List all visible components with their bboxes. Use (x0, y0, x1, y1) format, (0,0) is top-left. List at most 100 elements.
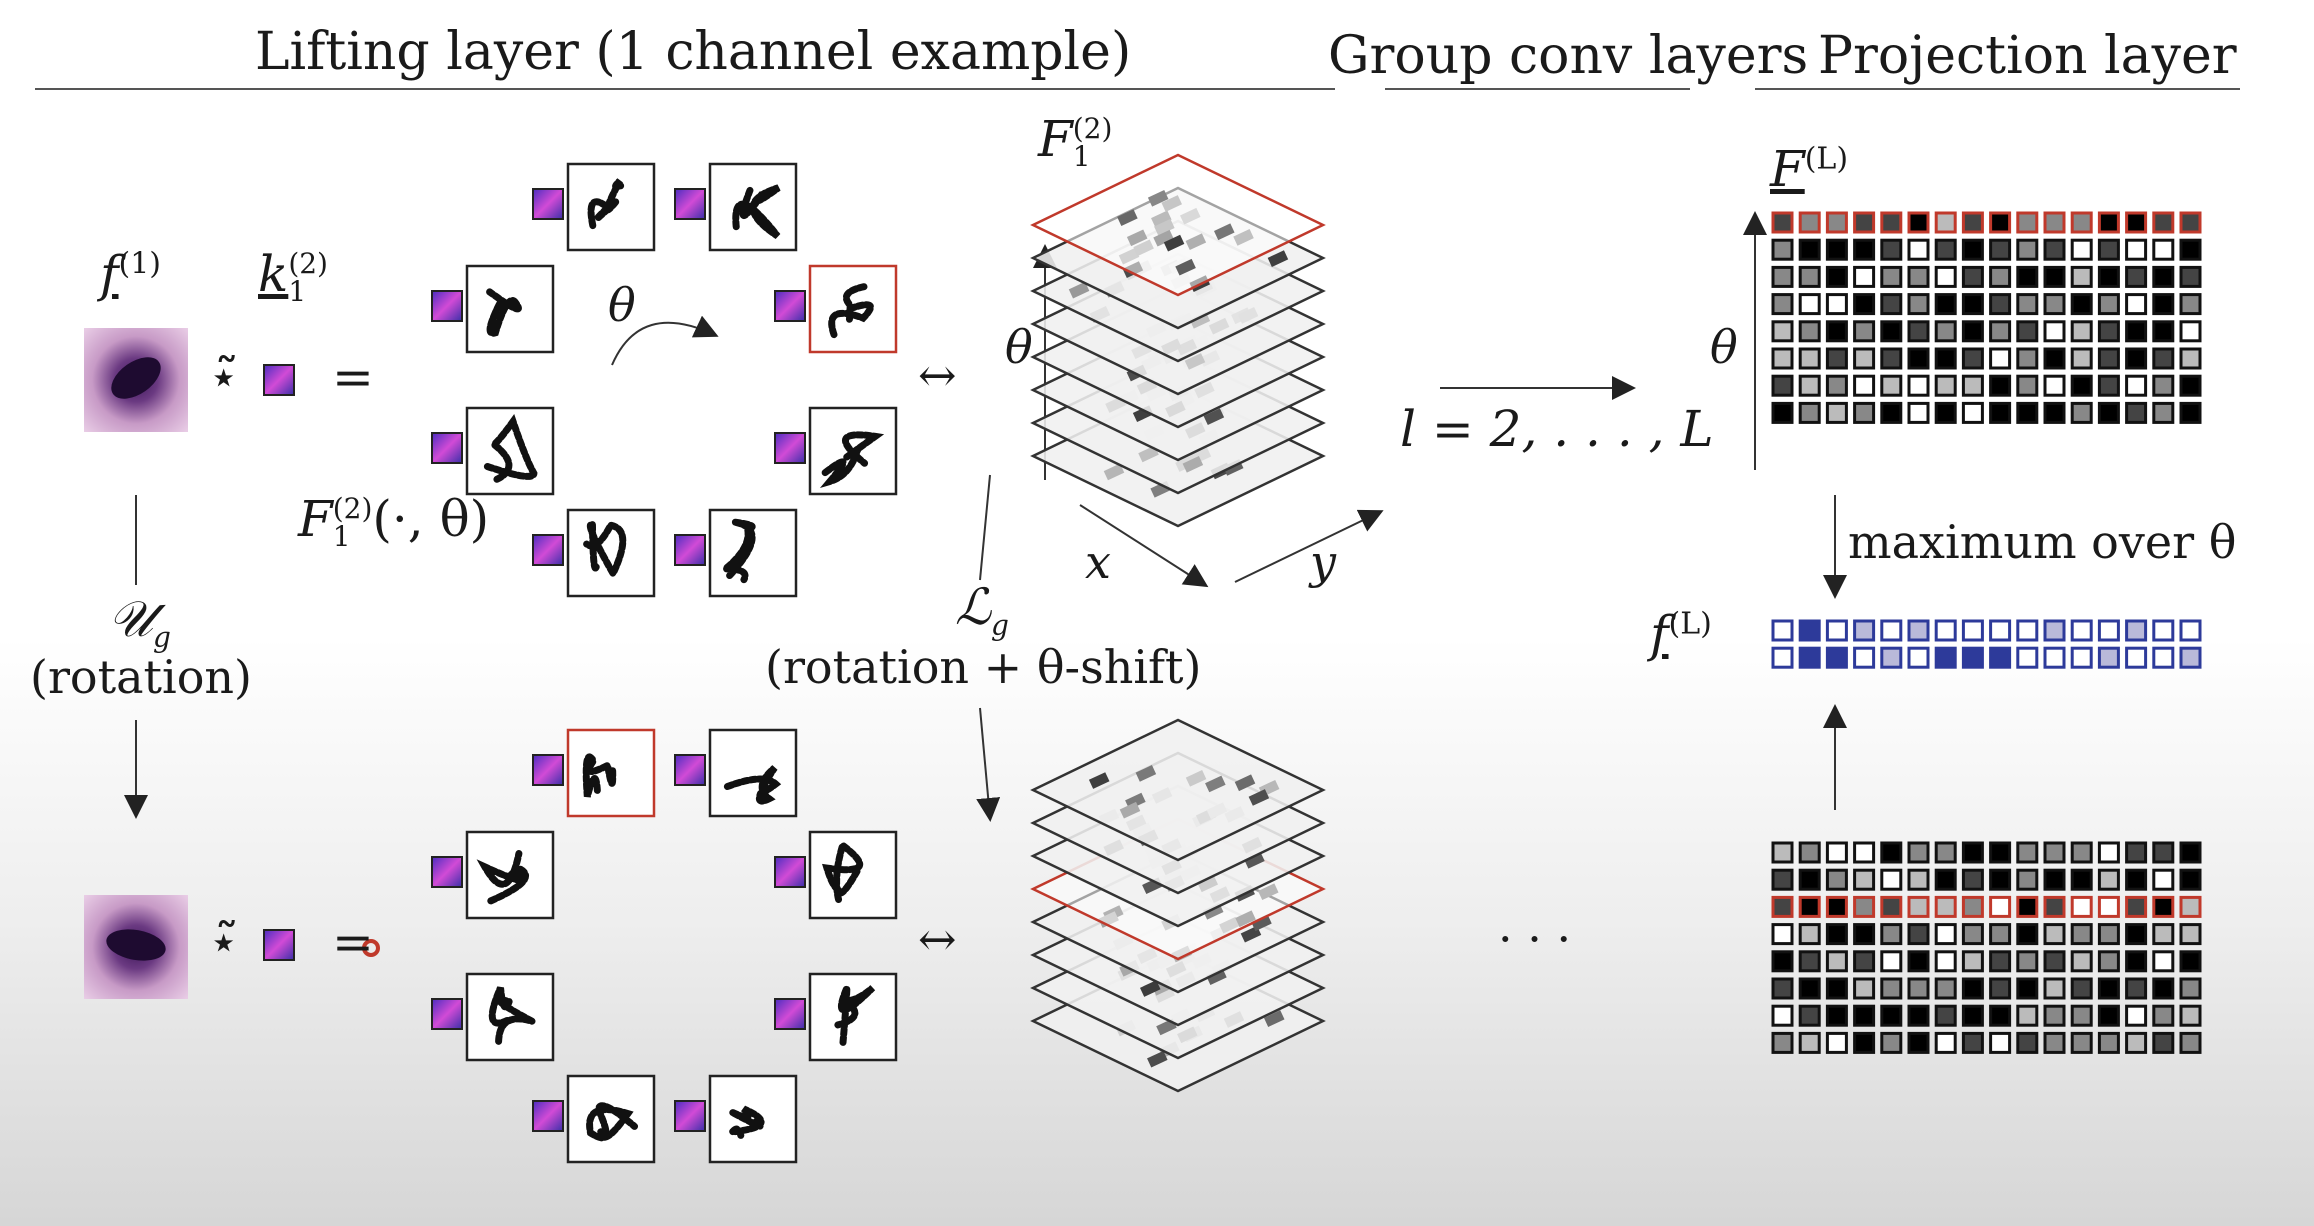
grid-cell (1989, 401, 2012, 424)
grid-cell (1907, 238, 1930, 261)
grid-cell (1961, 320, 1984, 343)
grid-cell (2152, 293, 2175, 316)
grid-cell (1771, 293, 1794, 316)
grid-cell (2043, 646, 2066, 669)
grid-cell (1798, 238, 1821, 261)
grid-cell (1907, 1031, 1930, 1054)
grid-cell (2097, 1004, 2120, 1027)
plane-activation (1206, 968, 1227, 985)
feature-map-ring-top (431, 162, 898, 598)
grid-cell (1934, 1031, 1957, 1054)
grid-cell (1853, 347, 1876, 370)
feature-map-stroke (834, 985, 876, 1046)
grid-cell (1825, 923, 1848, 946)
theta-label-projection: θ (1710, 320, 1738, 374)
grid-cell (1961, 923, 1984, 946)
grid-cell (2179, 374, 2202, 397)
star-operator-icon: ⋆̃ (208, 913, 240, 971)
grid-cell (1798, 1031, 1821, 1054)
grid-cell (2016, 1004, 2039, 1027)
grid-cell (1853, 320, 1876, 343)
lg-arrow-bottom (976, 707, 1001, 822)
feature-plane (1030, 153, 1326, 297)
grid-cell (1934, 895, 1957, 918)
grid-cell (2179, 646, 2202, 669)
grid-cell (1798, 950, 1821, 973)
rotation-label: (rotation) (30, 650, 253, 704)
kernel-icon (263, 364, 295, 396)
grid-cell (2179, 895, 2202, 918)
grid-cell (2016, 293, 2039, 316)
grid-cell (2179, 950, 2202, 973)
theta-rotation-arrow (611, 315, 719, 366)
grid-cell (2152, 868, 2175, 891)
grid-cell (2179, 347, 2202, 370)
grid-cell (1934, 238, 1957, 261)
grid-cell (1880, 293, 1903, 316)
grid-cell (2179, 1004, 2202, 1027)
feature-map-stroke (476, 850, 529, 905)
grid-cell (2070, 265, 2093, 288)
grid-cell (1934, 841, 1957, 864)
grid-cell (1880, 895, 1903, 918)
grid-cell (1961, 347, 1984, 370)
grid-cell (1907, 293, 1930, 316)
grid-cell (2070, 1031, 2093, 1054)
plane-activation (1234, 774, 1256, 792)
lg-arrow-top (979, 474, 991, 581)
header-rule-lifting (35, 88, 1335, 90)
kernel-icon (674, 754, 706, 786)
plane-activation (1135, 765, 1157, 782)
kernel-icon (674, 1100, 706, 1132)
grid-cell (1825, 950, 1848, 973)
grid-cell (2097, 841, 2120, 864)
feature-map (808, 830, 898, 920)
grid-cell (2070, 238, 2093, 261)
grid-cell (1771, 265, 1794, 288)
kernel-icon (532, 1100, 564, 1132)
grid-cell (1798, 211, 1821, 234)
grid-cell (2043, 320, 2066, 343)
grid-cell (2179, 211, 2202, 234)
grid-cell (1853, 646, 1876, 669)
grid-cell (1825, 293, 1848, 316)
grid-cell (1798, 265, 1821, 288)
grid-cell (2179, 977, 2202, 1000)
grid-cell (2152, 347, 2175, 370)
grid-cell (2152, 211, 2175, 234)
grid-cell (2043, 374, 2066, 397)
feature-map-stroke (822, 839, 864, 903)
grid-cell (1907, 868, 1930, 891)
grid-cell (1825, 238, 1848, 261)
plane-activation (1153, 229, 1174, 247)
plane-activation (1184, 353, 1206, 370)
grid-cell (1880, 238, 1903, 261)
grid-cell (2152, 238, 2175, 261)
grid-cell (2016, 841, 2039, 864)
grid-cell (2070, 320, 2093, 343)
grid-cell (1934, 401, 1957, 424)
grid-cell (2016, 1031, 2039, 1054)
grid-cell (2097, 265, 2120, 288)
grid-cell (2016, 950, 2039, 973)
feature-plane (1030, 718, 1326, 862)
grid-cell (1934, 619, 1957, 642)
grid-cell (1961, 1004, 1984, 1027)
grid-cell (2125, 211, 2148, 234)
grid-cell (1934, 211, 1957, 234)
grid-cell (1798, 374, 1821, 397)
grid-cell (2070, 868, 2093, 891)
grid-cell (2070, 646, 2093, 669)
grid-cell (2097, 320, 2120, 343)
feature-map-stroke (582, 753, 617, 798)
grid-cell (1961, 950, 1984, 973)
grid-cell (1853, 977, 1876, 1000)
grid-cell (1880, 868, 1903, 891)
feature-map (708, 1074, 798, 1164)
grid-cell (1961, 211, 1984, 234)
grid-cell (1934, 265, 1957, 288)
plane-activation (1103, 463, 1125, 481)
grid-cell (2097, 950, 2120, 973)
grid-cell (1907, 950, 1930, 973)
